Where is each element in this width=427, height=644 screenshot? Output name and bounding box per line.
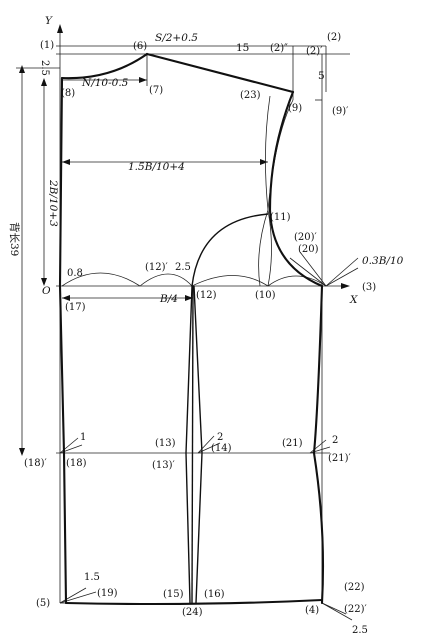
hem-15-label: 1.5 xyxy=(84,572,100,583)
construction-lines xyxy=(16,24,359,621)
shoulder-drop-label: 5 xyxy=(318,70,325,82)
point-2-prime: (2)′ xyxy=(306,46,323,57)
point-20: (20) xyxy=(298,244,319,255)
point-8: (8) xyxy=(61,88,75,99)
point-21-prime: (21)′ xyxy=(328,453,352,464)
neck-width-label: N/10-0.5 xyxy=(81,77,129,89)
point-10: (10) xyxy=(255,290,276,301)
point-17: (17) xyxy=(65,302,86,313)
origin-label: O xyxy=(42,285,51,297)
point-14: (14) xyxy=(211,443,232,454)
point-12: (12) xyxy=(196,290,217,301)
point-16: (16) xyxy=(204,589,225,600)
point-22: (22) xyxy=(344,582,365,593)
point-9-prime: (9)′ xyxy=(332,106,349,117)
point-12-prime: (12)′ xyxy=(145,262,169,273)
hem-25-label: 2.5 xyxy=(352,625,368,636)
waist-1-label: 1 xyxy=(80,432,86,443)
point-11: (11) xyxy=(270,212,291,223)
axis-x-label: X xyxy=(349,294,358,306)
point-24: (24) xyxy=(182,607,203,618)
point-21: (21) xyxy=(282,438,303,449)
back-length-label: 背长39 xyxy=(8,222,21,256)
dart-08-label: 0.8 xyxy=(67,268,83,279)
back-width-label: 1.5B/10+4 xyxy=(128,161,185,173)
shoulder-15-label: 15 xyxy=(236,42,249,54)
point-23: (23) xyxy=(240,90,261,101)
side-offset-label: 0.3B/10 xyxy=(362,255,404,267)
top-drop-label: 2.5 xyxy=(39,60,50,76)
point-1: (1) xyxy=(40,40,54,51)
point-2-double-prime: (2)″ xyxy=(270,43,288,54)
waist-2-side-label: 2 xyxy=(332,435,338,446)
point-20-prime: (20)′ xyxy=(294,232,318,243)
point-15: (15) xyxy=(163,589,184,600)
point-13: (13) xyxy=(155,438,176,449)
point-18: (18) xyxy=(66,458,87,469)
point-9: (9) xyxy=(288,103,302,114)
dart-25-label: 2.5 xyxy=(175,262,191,273)
point-6: (6) xyxy=(133,41,147,52)
point-18-prime: (18)′ xyxy=(24,458,48,469)
point-22-prime: (22)′ xyxy=(344,604,368,615)
point-4: (4) xyxy=(305,605,319,616)
waist-2-center-label: 2 xyxy=(217,432,223,443)
armhole-depth-label: 2B/10+3 xyxy=(47,179,59,227)
point-7: (7) xyxy=(149,85,163,96)
pattern-outline xyxy=(58,52,325,606)
top-width-label: S/2+0.5 xyxy=(155,32,198,44)
point-19: (19) xyxy=(97,588,118,599)
point-2: (2) xyxy=(327,32,341,43)
point-5: (5) xyxy=(36,598,50,609)
point-13-prime: (13)′ xyxy=(152,460,176,471)
bust-quarter-label: B/4 xyxy=(159,293,178,305)
axis-y-label: Y xyxy=(45,15,53,27)
point-3: (3) xyxy=(362,282,376,293)
